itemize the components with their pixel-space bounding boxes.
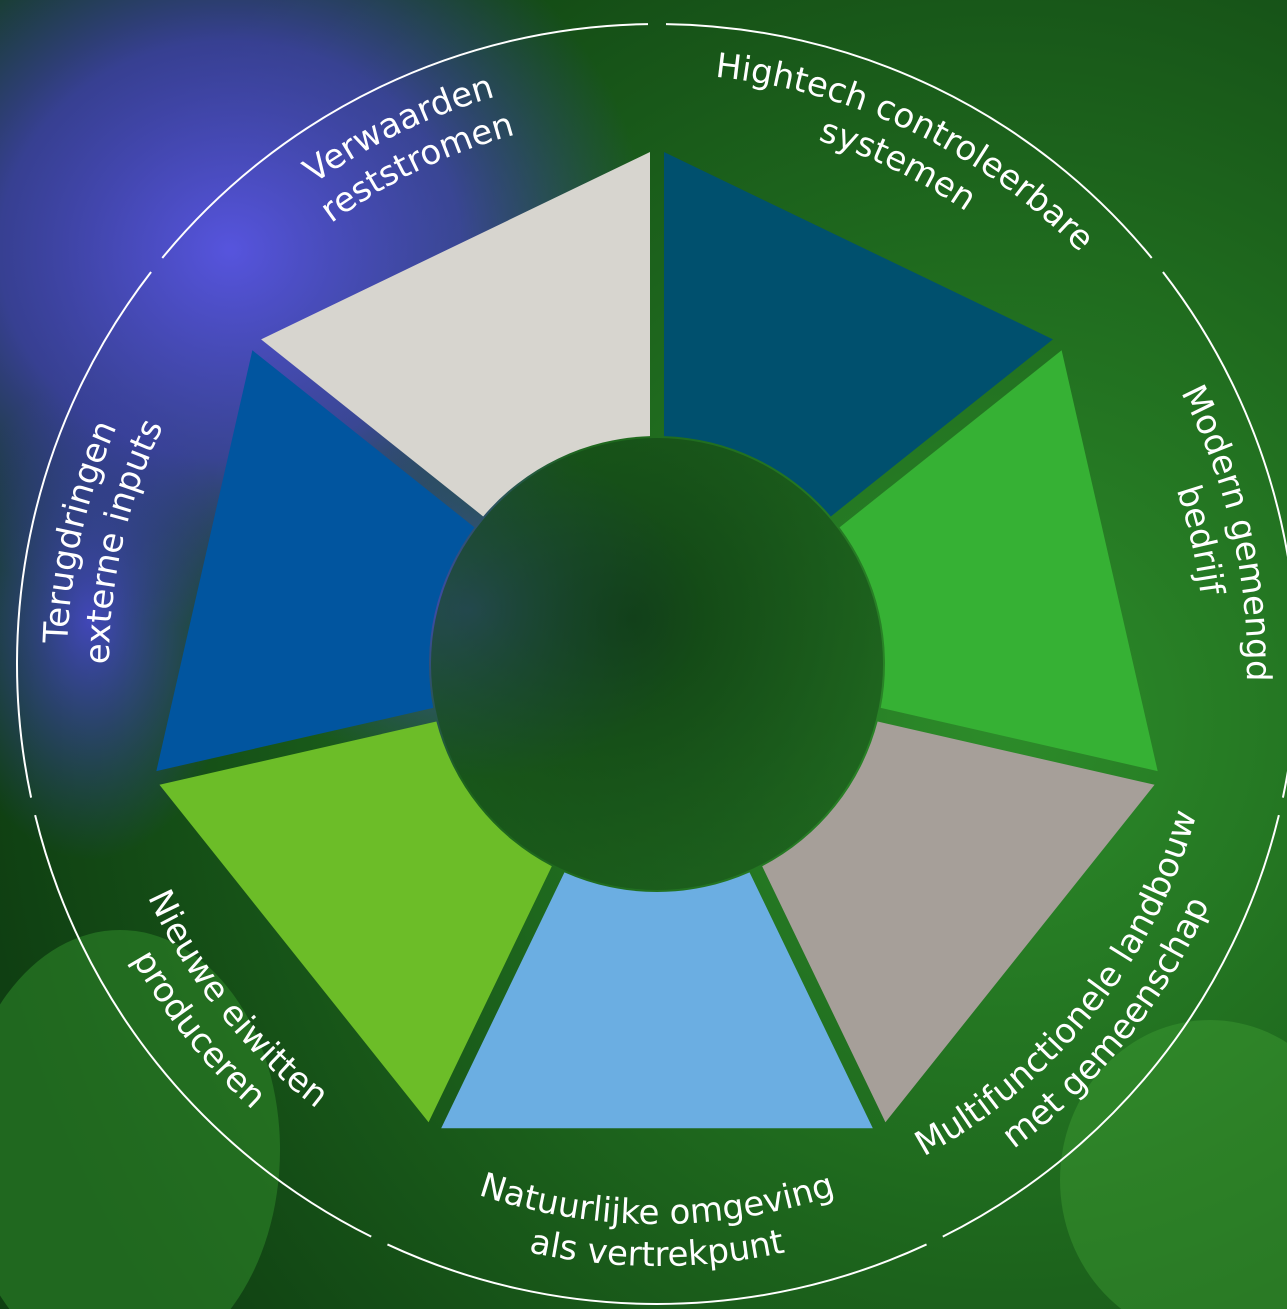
segment-nieuwe bbox=[159, 721, 552, 1123]
segment-verwaarden bbox=[261, 152, 651, 517]
ring-arc-hightech bbox=[665, 23, 1153, 259]
segment-modern bbox=[839, 350, 1158, 772]
ring-arc-terugdringen bbox=[16, 271, 152, 798]
ring-arc-natuurlijke bbox=[387, 1243, 927, 1305]
ring-arc-modern bbox=[1162, 271, 1287, 798]
ring-arc-nieuwe bbox=[34, 814, 372, 1238]
segment-multi bbox=[762, 721, 1155, 1123]
ring-arc-multi bbox=[942, 814, 1280, 1238]
outer-ring bbox=[16, 23, 1287, 1305]
hub bbox=[431, 438, 883, 890]
ring-arc-verwaarden bbox=[161, 23, 649, 259]
segments-layer bbox=[156, 152, 1158, 1129]
segment-natuurlijke bbox=[441, 872, 873, 1129]
segment-hightech bbox=[663, 152, 1053, 517]
segment-terugdringen bbox=[156, 350, 475, 772]
